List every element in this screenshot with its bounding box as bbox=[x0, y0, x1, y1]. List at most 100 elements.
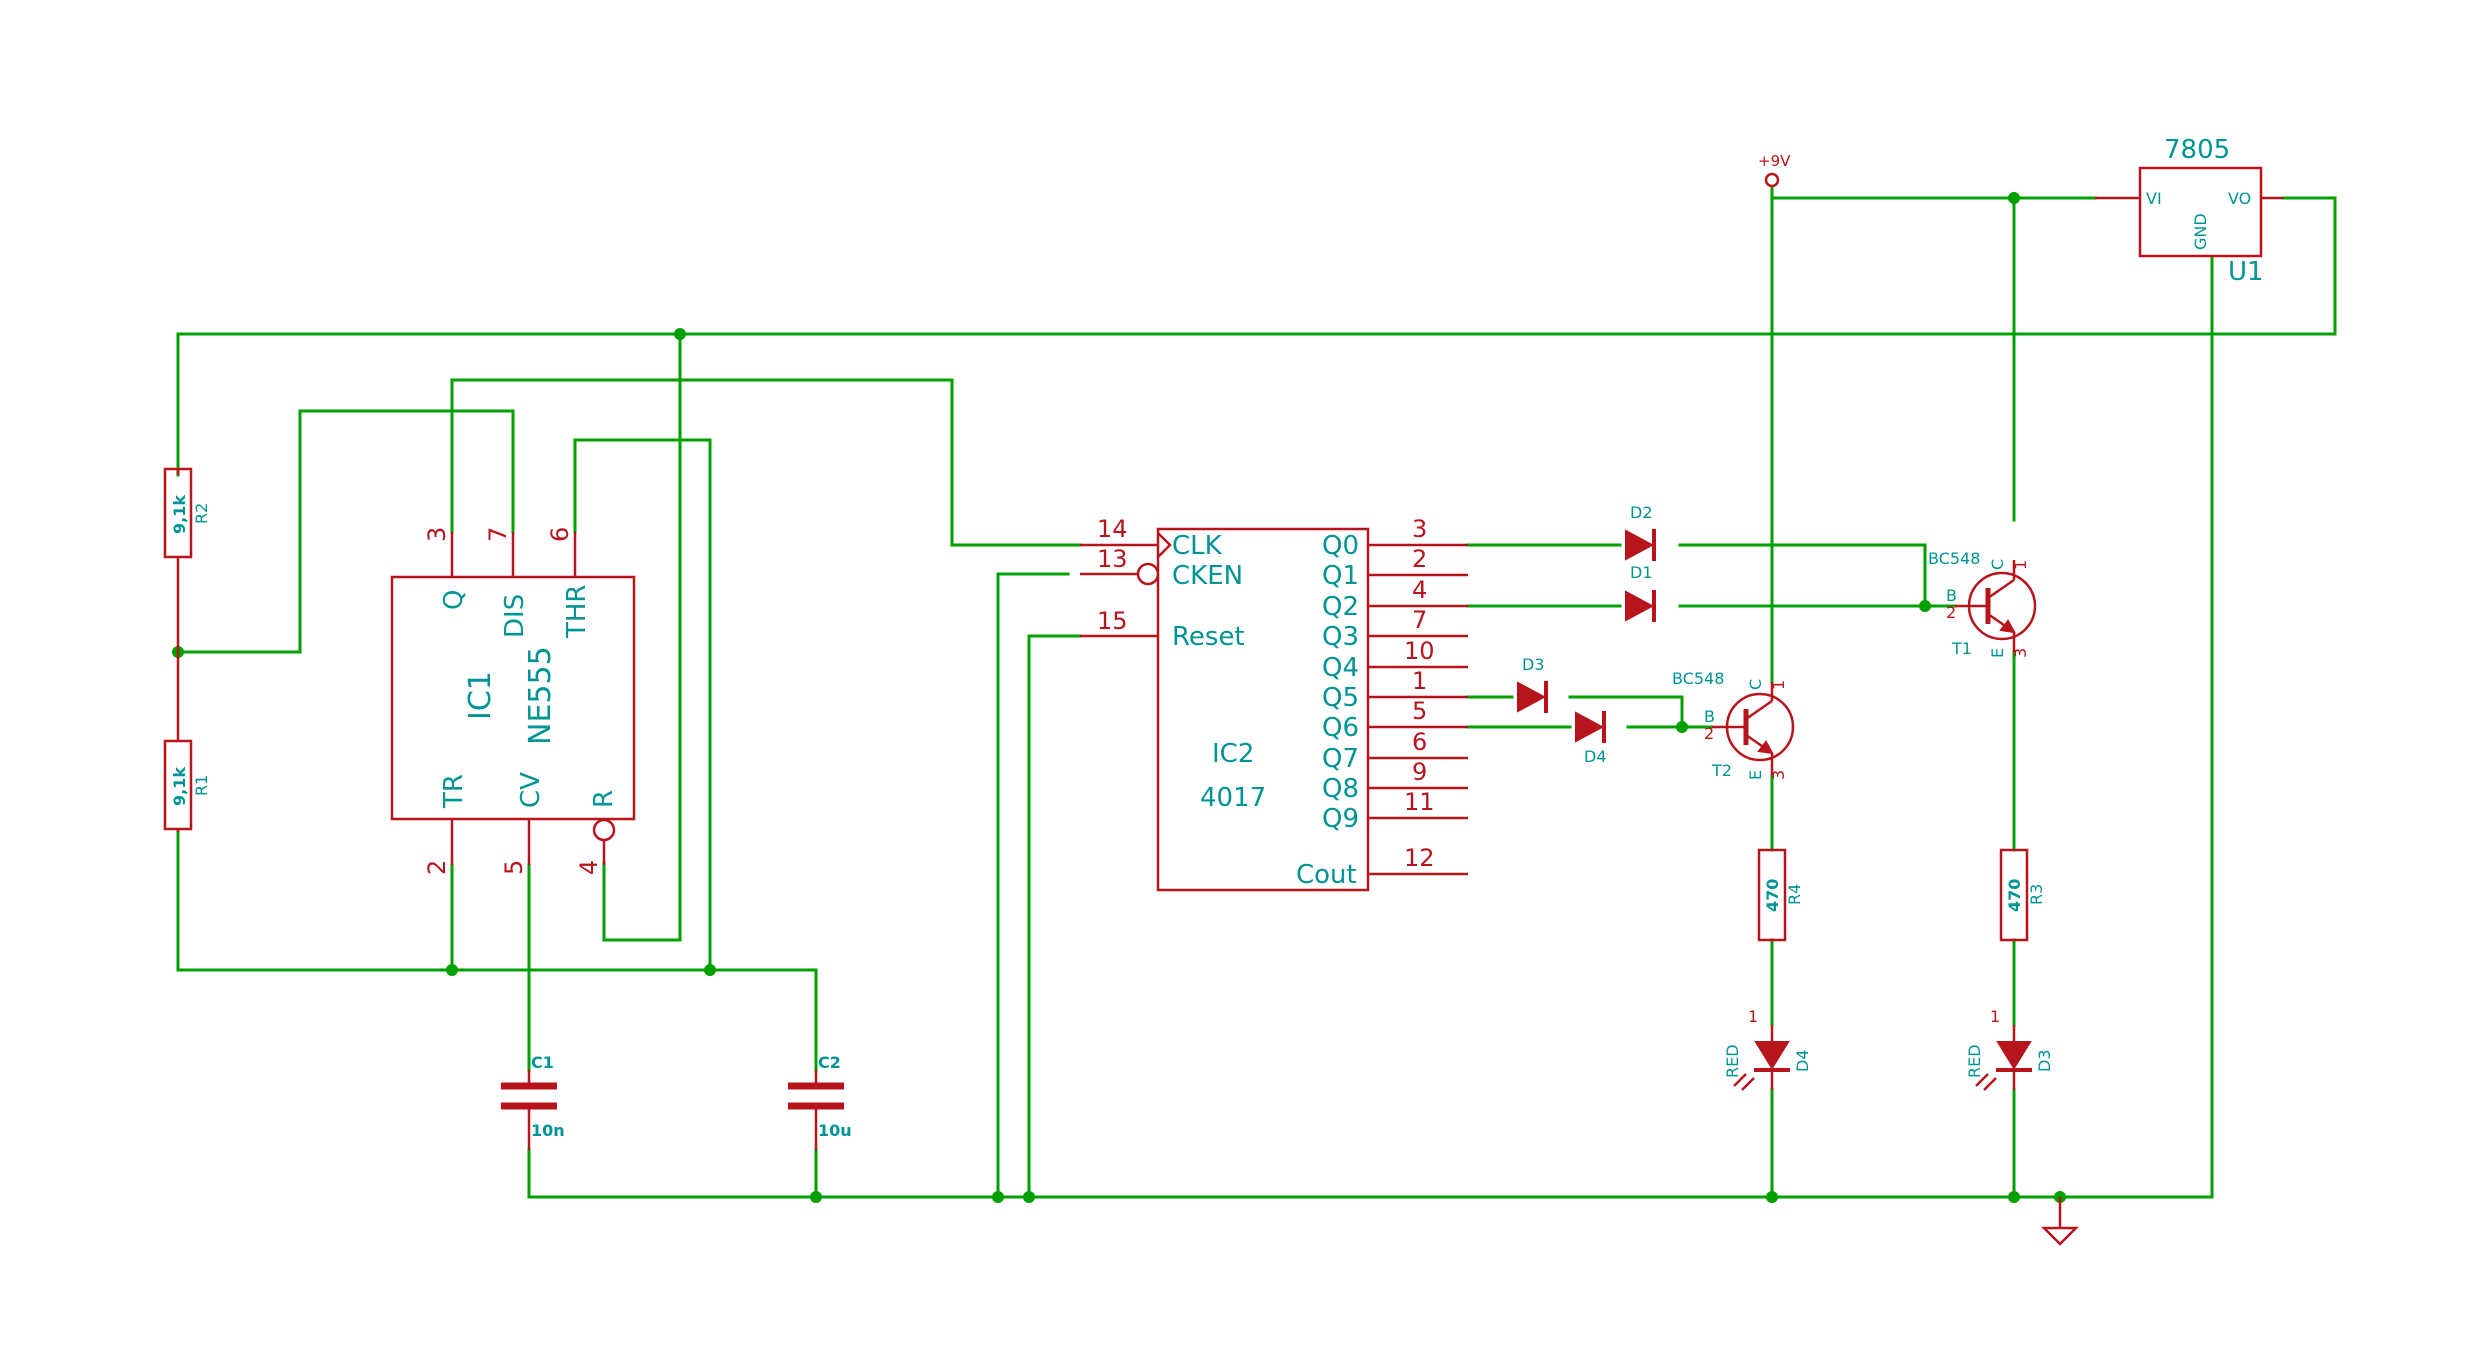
junction bbox=[674, 328, 686, 340]
ic2-pin-cout-name: Cout bbox=[1296, 860, 1357, 890]
ic2-pin-q3-num: 7 bbox=[1412, 606, 1427, 634]
ic2-value: 4017 bbox=[1200, 783, 1266, 813]
t2-pin-e: 3 bbox=[1769, 770, 1788, 780]
ic2-pin-q5-num: 1 bbox=[1412, 667, 1427, 695]
wire-d3-out bbox=[1568, 695, 1684, 729]
t1-ref: T1 bbox=[1951, 639, 1972, 658]
ic1-pin-r-num: 4 bbox=[575, 860, 603, 875]
ic1-pin-r-name: R bbox=[589, 790, 619, 808]
wire-thr bbox=[573, 438, 712, 972]
diode-d3[interactable]: D3 bbox=[1517, 655, 1548, 713]
t2-pin-c: 1 bbox=[1769, 680, 1788, 690]
t2-e: E bbox=[1746, 770, 1765, 780]
r1-ref: R1 bbox=[192, 775, 211, 796]
ic2-pin-clk-name: CLK bbox=[1172, 531, 1223, 561]
resistor-r3[interactable]: 470 R3 bbox=[1999, 848, 2046, 942]
ic1-value: NE555 bbox=[523, 646, 558, 745]
ic2-pin-q6-name: Q6 bbox=[1322, 713, 1359, 743]
t2-c: C bbox=[1746, 679, 1765, 690]
t2-ref: T2 bbox=[1711, 761, 1732, 780]
u1-7805[interactable]: VI VO GND 7805 U1 bbox=[2095, 135, 2283, 287]
ic2-pin-q8-num: 9 bbox=[1412, 758, 1427, 786]
c2-ref: C2 bbox=[818, 1053, 841, 1072]
wire-top-rail bbox=[176, 196, 2337, 477]
ic1-pin-q-name: Q bbox=[439, 590, 469, 610]
t1-value: BC548 bbox=[1928, 549, 1980, 568]
ic1-pin-cv-name: CV bbox=[516, 772, 546, 808]
u1-vo-label: VO bbox=[2228, 189, 2251, 208]
junction bbox=[446, 964, 458, 976]
power-9v-label: +9V bbox=[1758, 152, 1791, 170]
junction bbox=[704, 964, 716, 976]
junctions bbox=[172, 192, 2066, 1203]
ic2-pin-cken-num: 13 bbox=[1097, 545, 1128, 573]
ground-icon bbox=[2040, 1226, 2080, 1246]
led-d4-pin: 1 bbox=[1748, 1007, 1758, 1026]
capacitor-c2[interactable]: C2 10u bbox=[788, 1053, 852, 1150]
ic2-4017[interactable]: 14 13 15 CLK CKEN Reset 3 2 4 7 10 1 5 6… bbox=[1080, 515, 1468, 892]
ic2-pin-q1-name: Q1 bbox=[1322, 561, 1359, 591]
ic1-pin-thr-name: THR bbox=[562, 585, 592, 640]
wire-ground-rail bbox=[527, 1148, 2214, 1199]
t1-c: C bbox=[1988, 559, 2007, 570]
r3-ref: R3 bbox=[2027, 884, 2046, 905]
t1-pin-e: 3 bbox=[2011, 648, 2030, 658]
t1-b: B bbox=[1946, 586, 1957, 605]
ic2-pin-q5-name: Q5 bbox=[1322, 683, 1359, 713]
ic2-right-pins bbox=[1368, 543, 1468, 876]
u1-vi-label: VI bbox=[2146, 189, 2162, 208]
diode-d1[interactable]: D1 bbox=[1625, 563, 1656, 622]
ic1-pin-tr-name: TR bbox=[439, 774, 469, 809]
resistor-r4[interactable]: 470 R4 bbox=[1757, 848, 1804, 942]
resistor-r2[interactable]: 9,1k R2 bbox=[163, 467, 211, 652]
wire-clock bbox=[450, 378, 1082, 547]
u1-ref: U1 bbox=[2228, 257, 2264, 287]
ic2-pin-reset-num: 15 bbox=[1097, 607, 1128, 635]
capacitor-c1[interactable]: C1 10n bbox=[501, 1053, 565, 1150]
ic2-pin-q2-num: 4 bbox=[1412, 576, 1427, 604]
power-9v[interactable]: +9V bbox=[1758, 152, 1791, 188]
ic2-pin-q4-num: 10 bbox=[1404, 637, 1435, 665]
junction bbox=[2008, 1191, 2020, 1203]
led-d4[interactable]: 1 RED D4 bbox=[1723, 1007, 1812, 1091]
led-d3[interactable]: 1 RED D3 bbox=[1965, 1007, 2054, 1091]
led-d4-ref: D4 bbox=[1793, 1050, 1812, 1073]
t1-pin-b: 2 bbox=[1946, 603, 1956, 622]
junction bbox=[1919, 600, 1931, 612]
led-d4-value: RED bbox=[1723, 1044, 1742, 1078]
ic2-pin-q0-num: 3 bbox=[1412, 515, 1427, 543]
wire-9v bbox=[1770, 186, 2097, 200]
ic2-pin-q2-name: Q2 bbox=[1322, 592, 1359, 622]
wire-r1-bottom bbox=[176, 830, 818, 1072]
ground-symbol[interactable] bbox=[2040, 1197, 2080, 1246]
r4-ref: R4 bbox=[1785, 884, 1804, 905]
ic1-pin-dis-name: DIS bbox=[500, 594, 530, 638]
junction bbox=[1766, 1191, 1778, 1203]
ic1-pin-cv-num: 5 bbox=[500, 860, 528, 875]
wire-d2-out bbox=[1678, 543, 1927, 608]
ic1-ne555[interactable]: 3 7 6 Q DIS THR 2 5 4 TR CV R IC1 NE555 bbox=[390, 527, 636, 875]
t1-pin-c: 1 bbox=[2011, 560, 2030, 570]
led-d3-ref: D3 bbox=[2035, 1050, 2054, 1073]
ic2-pin-q7-num: 6 bbox=[1412, 728, 1427, 756]
t2-b: B bbox=[1704, 707, 1715, 726]
ic2-pin-clk-num: 14 bbox=[1097, 515, 1128, 543]
c1-ref: C1 bbox=[531, 1053, 554, 1072]
ic1-ref: IC1 bbox=[463, 671, 498, 720]
ic1-pin-tr-num: 2 bbox=[423, 860, 451, 875]
ic2-pin-cout-num: 12 bbox=[1404, 844, 1435, 872]
c1-value: 10n bbox=[531, 1121, 565, 1140]
junction bbox=[2008, 192, 2020, 204]
ic2-pin-q9-num: 11 bbox=[1404, 788, 1435, 816]
ic2-pin-q0-name: Q0 bbox=[1322, 531, 1359, 561]
diode-d2[interactable]: D2 bbox=[1625, 503, 1656, 561]
transistor-t2[interactable]: BC548 T2 B 2 C 1 E 3 bbox=[1672, 669, 1795, 780]
resistor-r1[interactable]: 9,1k R1 bbox=[163, 652, 211, 832]
u1-value: 7805 bbox=[2164, 135, 2230, 165]
ic2-pin-reset-name: Reset bbox=[1172, 622, 1245, 652]
transistor-t1[interactable]: BC548 T1 B 2 C 1 E 3 bbox=[1928, 549, 2037, 658]
d2-ref: D2 bbox=[1630, 503, 1653, 522]
ic2-pin-cken-name: CKEN bbox=[1172, 561, 1243, 591]
diode-d4[interactable]: D4 bbox=[1575, 711, 1607, 766]
